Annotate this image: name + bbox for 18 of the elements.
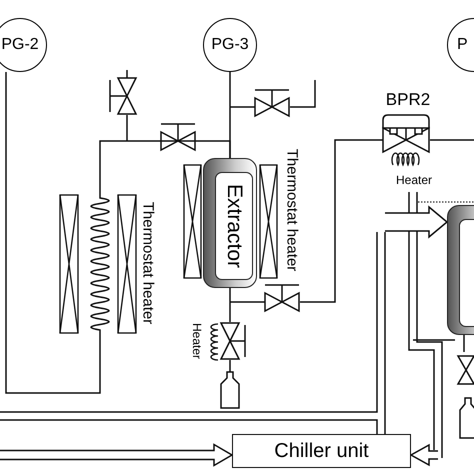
pressure-gauge: [203, 18, 257, 72]
arrow: [384, 205, 448, 239]
gauge-label: P: [457, 36, 468, 54]
heater-label: Heater: [396, 173, 432, 187]
extractor-vessel: [203, 158, 257, 288]
heater-label: Heater: [190, 322, 204, 360]
vessel-label: Extractor: [222, 184, 246, 268]
heater-label: Thermostat heater: [140, 202, 156, 324]
unit-box: [232, 434, 411, 468]
pressure-gauge: [0, 18, 47, 72]
arrow: [409, 444, 439, 466]
regulator-label: BPR2: [386, 90, 430, 110]
unit-label: Chiller unit: [274, 440, 369, 462]
heater-label: Thermostat heater: [284, 148, 300, 272]
arrow: [0, 443, 234, 467]
pipe-line: [5, 72, 231, 394]
gauge-label: PG-2: [1, 36, 39, 54]
gauge-label: PG-3: [211, 36, 249, 54]
